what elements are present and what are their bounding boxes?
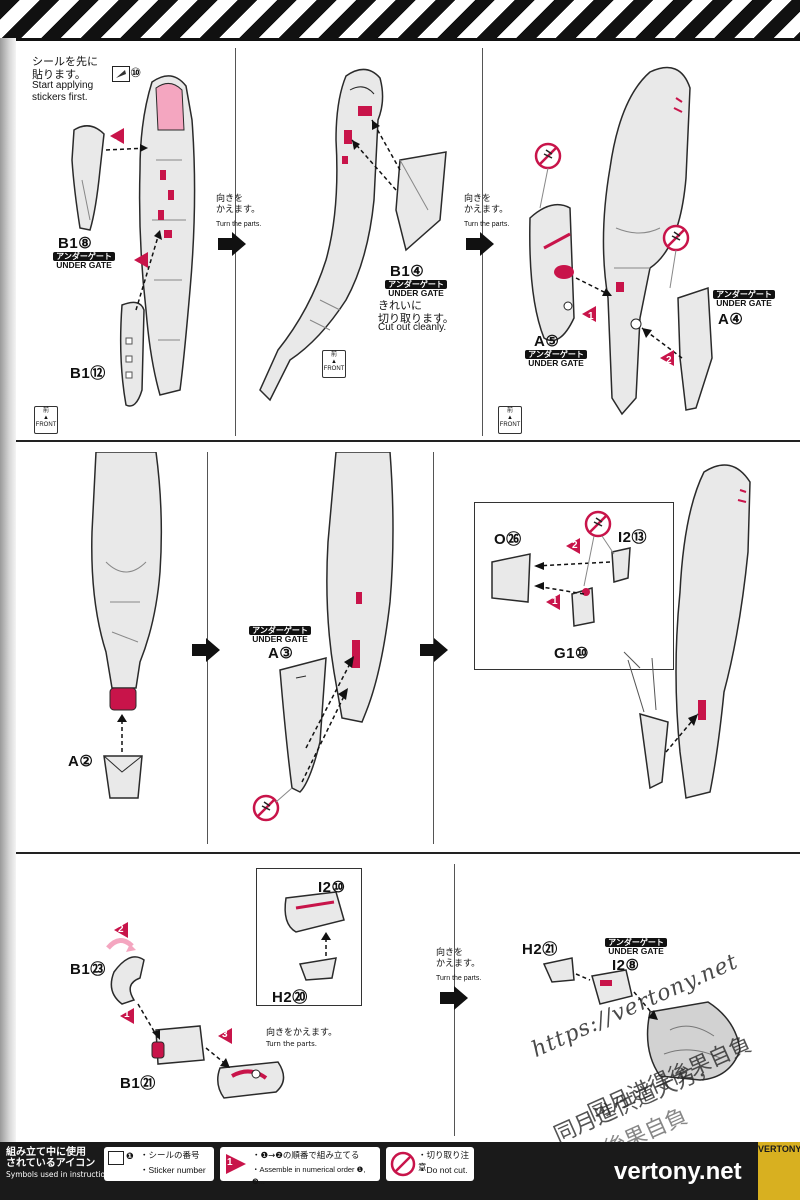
order-marker-2-label: 2 [112, 138, 118, 149]
order-marker-2-step3: 2 [666, 355, 672, 366]
front-badge: 前▲FRONT [34, 406, 58, 434]
sticker-first-note-jp: シールを先に 貼ります。 [32, 55, 98, 81]
page-binding-edge [0, 38, 16, 1200]
under-gate-tag: アンダーゲート UNDER GATE [44, 252, 124, 270]
order-marker-1-label: 1 [136, 262, 142, 273]
turn-note-2: 向きを かえます。 [464, 194, 509, 215]
under-gate-tag-i2-8: アンダーゲート UNDER GATE [596, 938, 676, 956]
order-marker-1-step3: 1 [588, 311, 594, 322]
site-watermark: vertony.net [614, 1158, 742, 1185]
order-marker-3-step7: 3 [222, 1029, 228, 1040]
part-label-b1-21: B1㉑ [120, 1075, 156, 1092]
lower-leg-step5-illustration [252, 452, 394, 822]
sticker-legend-icon [108, 1151, 124, 1165]
order-marker-2-step6: 2 [572, 540, 578, 551]
part-label-i2-10: I2⑩ [318, 879, 346, 896]
step-arrow-5 [440, 986, 468, 1010]
under-gate-tag-a5: アンダーゲート UNDER GATE [516, 350, 596, 368]
lower-leg-step6-illustration [623, 464, 751, 799]
step-arrow-4 [420, 638, 448, 662]
turn-note-3-en: Turn the parts. [436, 975, 482, 982]
part-label-a2: A② [68, 753, 94, 770]
row-divider-1 [16, 440, 800, 442]
order-marker-1-step7: 1 [124, 1009, 130, 1020]
part-label-h2-20: H2⑳ [272, 989, 308, 1006]
leg-assembly-step1-illustration [71, 75, 196, 407]
under-gate-tag-a4: アンダーゲート UNDER GATE [704, 290, 784, 308]
step-arrow-1 [218, 232, 246, 256]
turn-note-3: 向きを かえます。 [436, 948, 481, 969]
part-label-b1-8: B1⑧ [58, 235, 93, 252]
front-badge-step2: 前▲FRONT [322, 350, 346, 378]
part-label-i2-8: I2⑧ [612, 957, 640, 974]
sticker-icon [112, 66, 130, 82]
sticker-number: ⑩ [130, 65, 142, 80]
cut-cleanly-en: Cut out cleanly. [378, 322, 447, 333]
part-label-i2-13: I2⑬ [618, 529, 648, 546]
under-gate-tag-step2: アンダーゲート UNDER GATE [376, 280, 456, 298]
legend-order-item: 1 ・❶→❷の順番で組み立てる ・Assemble in numerical o… [220, 1147, 380, 1186]
leg-assembly-step3-illustration [529, 66, 713, 416]
part-label-g1-10: G1⑩ [554, 645, 589, 662]
detail-inset-box-step8 [256, 868, 362, 1006]
no-cut-icon [390, 1151, 416, 1177]
cut-cleanly-jp: きれいに 切り取ります。 [378, 299, 454, 325]
top-hazard-stripe [0, 0, 800, 41]
step-arrow-3 [192, 638, 220, 662]
order-marker-2-step7: 2 [118, 924, 124, 935]
leg-assembly-step2-illustration [259, 68, 447, 402]
detail-inset-step8-illustration [284, 891, 345, 981]
row-divider-2 [16, 852, 800, 854]
part-label-b1-4: B1④ [390, 263, 425, 280]
detail-inset-illustration [491, 510, 631, 627]
corner-ribbon: VERTONY [758, 1142, 800, 1200]
part-label-a4: A④ [718, 311, 744, 328]
turn-note-1-en: Turn the parts. [216, 221, 262, 228]
turn-note-step8: 向きをかえます。Turn the parts. [266, 1028, 338, 1048]
part-label-o26: O㉖ [494, 531, 522, 548]
legend-nocut-item: ・切り取り注意 ・Do not cut. [386, 1147, 474, 1181]
sticker-first-note-en: Start applying stickers first. [32, 80, 94, 103]
turn-note-1: 向きを かえます。 [216, 194, 261, 215]
order-marker-1-step6: 1 [552, 596, 558, 607]
turn-note-2-en: Turn the parts. [464, 221, 510, 228]
step-arrow-2 [466, 232, 494, 256]
foot-assembly-step9-illustration [542, 957, 741, 1081]
part-label-h2-21: H2㉑ [522, 941, 558, 958]
front-badge-step3: 前▲FRONT [498, 406, 522, 434]
legend-sticker-item: ❶ ・シールの番号 ・Sticker number [104, 1147, 214, 1181]
part-label-b1-12: B1⑫ [70, 365, 106, 382]
part-label-b1-23: B1㉓ [70, 961, 106, 978]
part-label-a3: A③ [268, 645, 294, 662]
legend-title: 組み立て中に使用 されているアイコン Symbols used in instr… [6, 1147, 114, 1179]
part-label-a5: A⑤ [534, 333, 560, 350]
under-gate-tag-a3: アンダーゲート UNDER GATE [240, 626, 320, 644]
order-legend-icon [226, 1154, 246, 1174]
lower-leg-step4-illustration [91, 452, 163, 799]
foot-assembly-step7-illustration [106, 922, 285, 1099]
